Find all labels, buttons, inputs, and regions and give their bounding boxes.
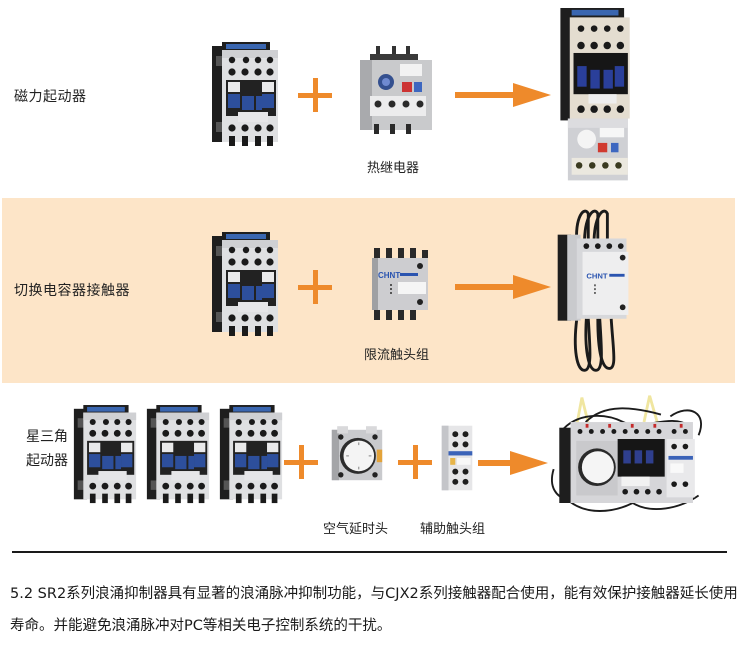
pneumatic-timer-icon bbox=[330, 425, 384, 485]
description-paragraph: 5.2 SR2系列浪涌抑制器具有显著的浪涌脉冲抑制功能，与CJX2系列接触器配合… bbox=[10, 586, 738, 634]
auxiliary-contact-block-icon bbox=[440, 425, 474, 491]
arrow-right-icon bbox=[478, 451, 548, 475]
row-label-line: 起动器 bbox=[26, 453, 68, 469]
ac-contactor-icon bbox=[72, 405, 138, 505]
plus-icon bbox=[298, 270, 332, 304]
row-label: 星三角 起动器 bbox=[26, 425, 68, 473]
plus-icon bbox=[398, 445, 432, 479]
ac-contactor-icon bbox=[145, 405, 211, 505]
row-capacitor-contactor: 切换电容器接触器 限流触头组 bbox=[2, 198, 735, 383]
ac-contactor-icon bbox=[218, 405, 284, 505]
plus-icon bbox=[298, 78, 332, 112]
component-caption: 限流触头组 bbox=[364, 348, 430, 363]
ac-contactor-icon bbox=[210, 232, 280, 338]
arrow-right-icon bbox=[455, 83, 551, 107]
component-caption: 热继电器 bbox=[367, 161, 420, 176]
component-caption: 辅助触头组 bbox=[420, 522, 486, 537]
magnetic-starter-icon bbox=[556, 8, 636, 186]
thermal-relay-icon bbox=[356, 46, 436, 136]
row-label: 磁力起动器 bbox=[14, 89, 87, 105]
ac-contactor-icon bbox=[210, 42, 280, 148]
plus-icon bbox=[284, 445, 318, 479]
capacitor-switching-contactor-icon bbox=[554, 206, 634, 378]
star-delta-starter-icon bbox=[548, 391, 708, 519]
component-caption: 空气延时头 bbox=[323, 522, 389, 537]
current-limiting-contact-block-icon bbox=[370, 248, 430, 320]
row-label: 切换电容器接触器 bbox=[14, 283, 130, 299]
section-divider bbox=[12, 551, 727, 553]
row-magnetic-starter: 磁力起动器 热继电器 bbox=[0, 0, 740, 196]
arrow-right-icon bbox=[455, 275, 551, 299]
row-label-line: 星三角 bbox=[26, 429, 68, 445]
row-star-delta-starter: 星三角 起动器 空气延时头 辅助触头组 bbox=[0, 385, 740, 545]
